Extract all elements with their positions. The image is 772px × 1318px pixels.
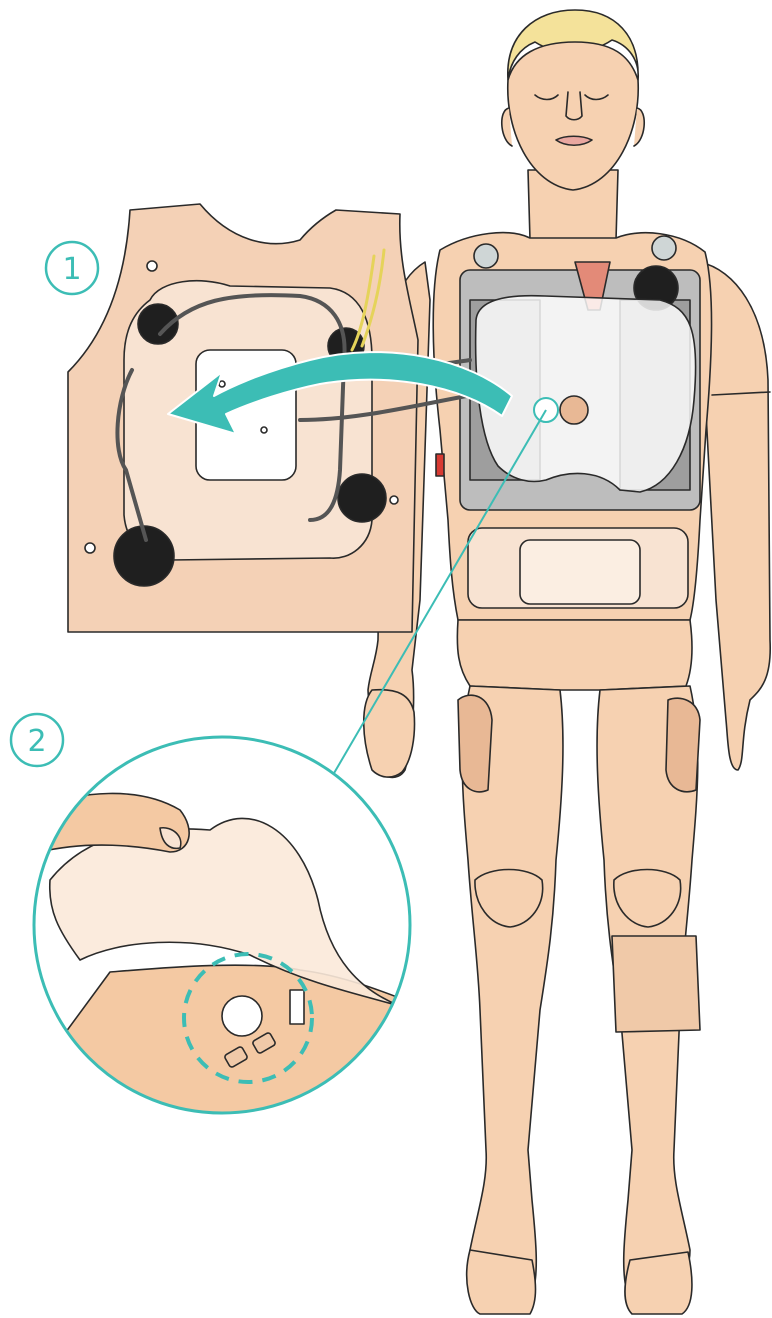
chest-pad-bottom-right <box>338 474 386 522</box>
step-badge-1: 1 <box>46 242 98 294</box>
detail-clip <box>290 990 304 1024</box>
manikin-left-foot <box>467 1250 536 1314</box>
manikin-right-foot <box>625 1252 692 1314</box>
manikin-face <box>508 42 638 190</box>
abdomen-bag-inner <box>520 540 640 604</box>
detail-port <box>222 996 262 1036</box>
manikin-left-shoulder-cap <box>474 244 498 268</box>
manikin-right-thigh-pad <box>666 698 700 792</box>
plate-screw-1 <box>219 381 225 387</box>
manikin-left-thigh-pad <box>458 695 492 792</box>
manikin-pelvis <box>457 620 692 690</box>
lung-bag-connector <box>560 396 588 424</box>
plate-screw-3 <box>261 427 267 433</box>
manikin-figure <box>364 10 770 1314</box>
manikin-right-shin-wrap <box>612 936 700 1032</box>
step-badge-2: 2 <box>11 714 63 766</box>
panel-hole-1 <box>147 261 157 271</box>
step-badge-1-number: 1 <box>62 252 81 287</box>
step-badge-2-number: 2 <box>27 724 46 759</box>
red-connector <box>436 454 444 476</box>
manikin-right-shoulder-cap <box>652 236 676 260</box>
panel-hole-3 <box>390 496 398 504</box>
panel-hole-2 <box>85 543 95 553</box>
manikin-head <box>502 10 644 190</box>
manikin-left-hand <box>364 690 415 777</box>
